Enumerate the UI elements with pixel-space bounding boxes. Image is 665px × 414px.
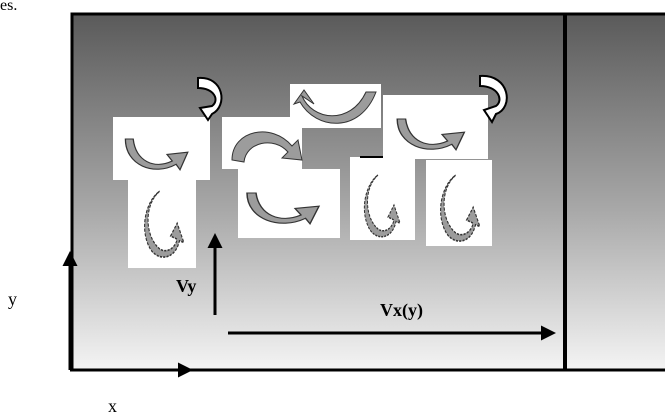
eddy-icon-5	[290, 84, 381, 128]
eddy-icon-9	[479, 74, 508, 124]
eddy-icon-2	[128, 180, 196, 268]
vy-label: Vy	[176, 276, 196, 296]
x-axis-label: x	[108, 396, 117, 414]
partial-title: es.	[0, 0, 17, 14]
eddy-icon-7	[350, 156, 415, 240]
vx-label: Vx(y)	[380, 300, 423, 321]
eddy-icon-6	[238, 169, 340, 238]
eddy-icon-1	[113, 117, 210, 180]
y-axis-label: y	[8, 289, 17, 309]
eddy-icon-3	[197, 76, 223, 122]
eddy-icon-10	[426, 160, 492, 246]
adjacent-domain	[563, 12, 665, 372]
eddy-icon-8	[383, 95, 488, 159]
eddy-icon-4	[222, 117, 303, 169]
